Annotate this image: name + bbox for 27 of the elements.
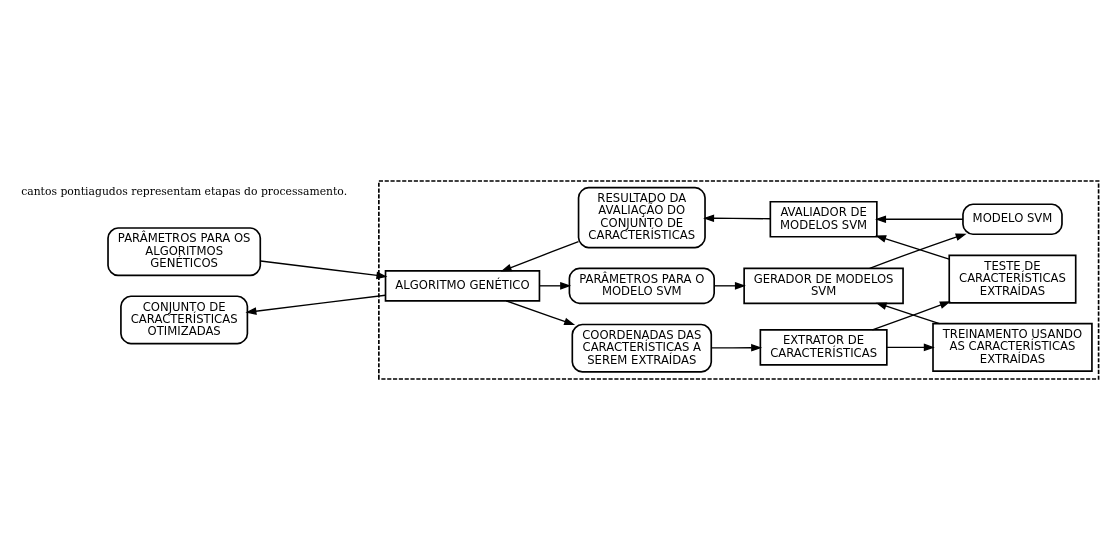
node-box: CONJUNTO DE CARACTERÍSTICAS OTIMIZADAS [120, 295, 249, 345]
arrow [871, 301, 951, 331]
node-box: PARÂMETROS PARA OS ALGORITMOS GENÉTICOS [107, 227, 262, 277]
arrow [713, 281, 746, 290]
node-box: MODELO SVM [962, 203, 1063, 236]
arrow [259, 260, 388, 280]
arrow [245, 294, 387, 315]
label: cantos pontiagudos representam etapas do processamento. [21, 184, 348, 198]
node-box: PARÂMETROS PARA O MODELO SVM [568, 267, 715, 305]
arrow [505, 300, 576, 326]
node-box: RESULTADO DA AVALIAÇÃO DO CONJUNTO DE CARACTERÍSTICAS [577, 186, 706, 249]
arrow [500, 240, 580, 272]
node-box: EXTRATOR DE CARACTERÍSTICAS [759, 329, 888, 366]
node-box: ALGORITMO GENÉTICO [384, 270, 541, 302]
arrow [539, 281, 572, 290]
node-box: GERADOR DE MODELOS SVM [743, 267, 904, 305]
arrow [703, 214, 771, 223]
arrow [886, 343, 935, 352]
arrow [875, 215, 964, 224]
node-box: AVALIADOR DE MODELOS SVM [769, 200, 878, 238]
arrow [875, 302, 941, 325]
node-box: COORDENADAS DAS CARACTERÍSTICAS A SEREM EXTRAÍDAS [571, 323, 713, 373]
arrow [875, 235, 950, 260]
arrow [710, 343, 763, 352]
arrow [869, 233, 967, 269]
node-box: TREINAMENTO USANDO AS CARACTERÍSTICAS EXTRAÍDAS [932, 322, 1093, 372]
node-box: TESTE DE CARACTERÍSTICAS EXTRAÍDAS [948, 254, 1077, 304]
